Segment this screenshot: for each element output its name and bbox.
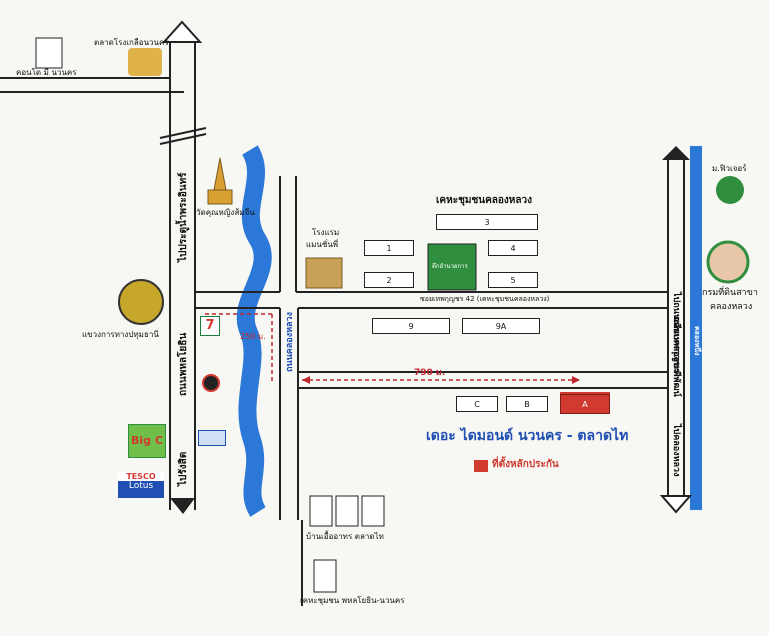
aua-housing-label: บ้านเอื้ออาทร ตลาดไท	[306, 532, 384, 541]
central-green-label: ตึกอำนวยการ	[432, 263, 468, 270]
road-break-1	[159, 127, 207, 139]
building-5: 5	[488, 272, 538, 288]
building-c: C	[456, 396, 498, 412]
tesco-logo: TESCO Lotus	[118, 472, 164, 498]
bigc-logo: Big C	[128, 424, 166, 458]
hotel-label-2: แมนชั่นพี่	[306, 240, 339, 249]
green-block	[427, 243, 477, 291]
distance-250-label: 250 ม.	[240, 332, 266, 341]
road-left-upper-label: ไปประตูน้ำพระอินทร์	[178, 172, 189, 262]
road-right-arrow-top	[662, 146, 690, 160]
hotel-label-1: โรงแรม	[312, 228, 340, 237]
road-left-lower-label: ไปรังสิต	[178, 451, 189, 486]
building-9: 9	[372, 318, 450, 334]
road-center-label: ถนนคลองหลวง	[285, 312, 295, 372]
distance-790-arrow-left	[302, 376, 310, 384]
temple-base	[207, 189, 233, 205]
canal-left	[236, 145, 272, 517]
pathum-label: แขวงการทางปทุมธานี	[82, 330, 159, 339]
building-3: 3	[436, 214, 538, 230]
tesco-line-1: TESCO	[118, 472, 164, 481]
hotel-building	[305, 257, 343, 289]
building-1: 1	[364, 240, 414, 256]
aua-block-1	[309, 495, 333, 527]
aua-block-2	[335, 495, 359, 527]
land-dept-label-2: คลองหลวง	[710, 302, 753, 312]
legend-swatch	[474, 460, 488, 472]
road-break-2	[159, 133, 207, 145]
condo-icon-top	[35, 37, 63, 69]
caltex-logo	[202, 374, 220, 392]
land-dept-seal	[706, 240, 750, 284]
museum-tree-icon	[716, 176, 744, 204]
project-name: เดอะ ไดมอนด์ นวนคร - ตลาดไท	[426, 428, 629, 444]
road-left-mid-label: ถนนพหลโยธิน	[178, 332, 189, 396]
museum-label: ม.ฟิวเจอร์	[712, 164, 747, 173]
soi-label: ซอยเทพกุญชร 42 (เคหะชุมชนคลองหลวง)	[420, 295, 550, 303]
road-right-lower-label: ไปคลองหลวง	[671, 424, 681, 477]
temple-spire	[213, 157, 227, 191]
pathum-seal	[118, 279, 164, 325]
building-4: 4	[488, 240, 538, 256]
temple-label: วัดคุณหญิงส้มจีน	[196, 208, 255, 217]
canal-right-label: คลองหนึ่ง	[693, 326, 701, 356]
distance-790-arrow-right	[572, 376, 580, 384]
road-bottom-arrow	[170, 498, 195, 514]
road-right-arrow-bottom	[659, 495, 693, 514]
building-a-hatch	[560, 392, 610, 414]
tenant-block	[313, 559, 337, 593]
legend-text: ที่ตั้งหลักประกัน	[492, 459, 559, 470]
building-b: B	[506, 396, 548, 412]
community-title: เคหะชุมชนคลองหลวง	[436, 195, 532, 206]
tesco-line-2: Lotus	[128, 481, 154, 491]
condo-label: คอนโด มี นวนคร	[16, 68, 77, 77]
building-a: A	[560, 394, 610, 414]
market-vendor-icon	[128, 48, 162, 76]
ptt-logo	[198, 430, 226, 446]
aua-block-3	[361, 495, 385, 527]
building-2: 2	[364, 272, 414, 288]
seven-eleven-logo: 7	[200, 316, 220, 336]
distance-790-label: 790 ม.	[414, 368, 446, 378]
building-9a: 9A	[462, 318, 540, 334]
tenant-housing-label: เคหะชุมชน พหลโยธิน-นวนคร	[300, 596, 405, 605]
road-right-mid-label: ถนนเทพกุญชร	[671, 316, 681, 373]
road-top-arrow	[161, 20, 203, 43]
land-dept-label-1: กรมที่ดินสาขา	[702, 288, 758, 298]
market-label: ตลาดโรงเกลือนวนคร	[94, 38, 169, 47]
